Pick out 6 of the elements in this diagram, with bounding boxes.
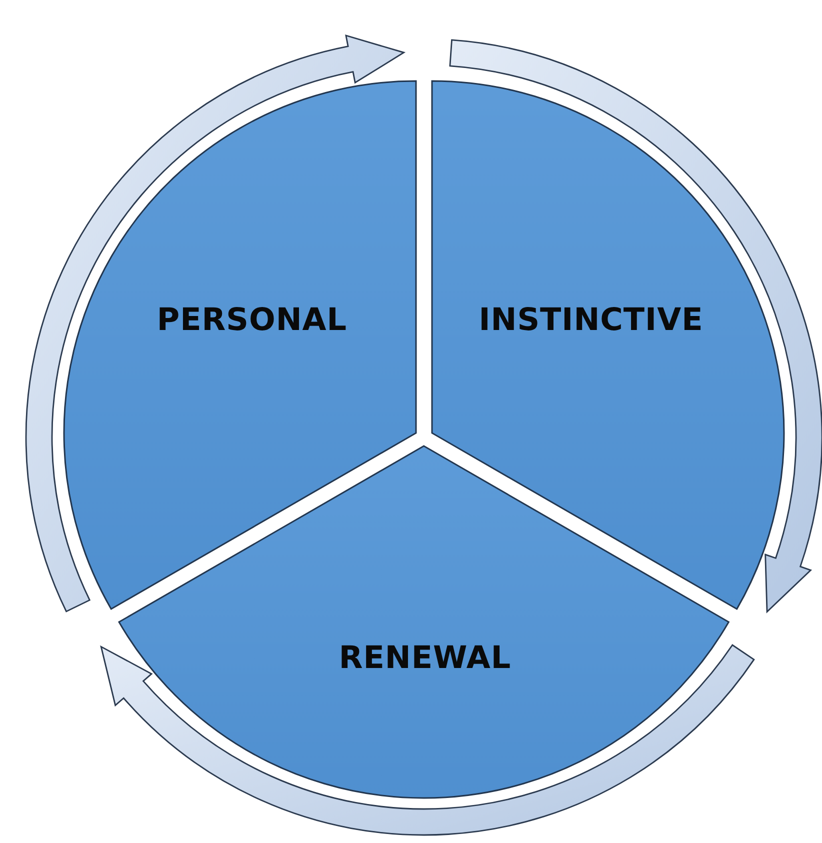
segment-label: INSTINCTIVE <box>478 302 704 338</box>
curved-arrow <box>26 34 405 612</box>
segment-label: PERSONAL <box>156 302 348 338</box>
curved-arrow <box>100 644 755 836</box>
curved-arrow <box>449 39 822 612</box>
segment-label: RENEWAL <box>338 640 512 676</box>
